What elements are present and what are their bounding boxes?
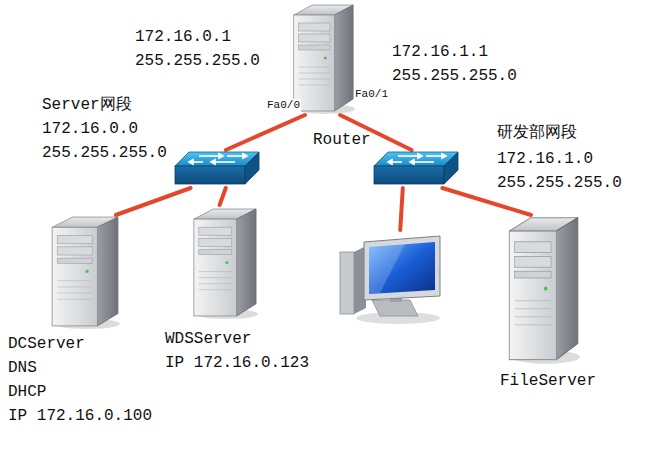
network-cable bbox=[116, 188, 191, 215]
switch-node bbox=[372, 150, 460, 188]
network-label: 172.16.0.0 bbox=[42, 119, 138, 139]
server-node: DCServerDNSDHCPIP 172.16.0.100 bbox=[8, 215, 182, 428]
cable-line bbox=[220, 188, 226, 205]
network-cable bbox=[442, 188, 531, 215]
service-name: DHCP bbox=[8, 380, 182, 404]
server-node: FileServer bbox=[500, 215, 624, 393]
switch-icon bbox=[175, 152, 259, 184]
network-cable bbox=[226, 115, 305, 150]
ip-address: IP 172.16.0.100 bbox=[8, 404, 182, 428]
network-cable bbox=[400, 188, 403, 230]
cable-line bbox=[116, 188, 191, 215]
router-icon bbox=[294, 5, 355, 114]
network-label: 255.255.255.0 bbox=[392, 66, 517, 86]
pc-node bbox=[348, 230, 443, 322]
switch-icon bbox=[374, 152, 458, 184]
switch-node bbox=[173, 150, 261, 188]
network-label: 研发部网段 bbox=[497, 123, 577, 143]
cable-line bbox=[226, 115, 305, 150]
server-icon bbox=[509, 218, 580, 364]
cable-line bbox=[442, 188, 531, 215]
network-label: 255.255.255.0 bbox=[42, 143, 167, 163]
device-name: FileServer bbox=[500, 369, 624, 393]
service-name: DNS bbox=[8, 356, 182, 380]
server-icon bbox=[194, 209, 258, 319]
cable-line bbox=[400, 188, 403, 230]
device-name: DCServer bbox=[8, 332, 182, 356]
ip-address: IP 172.16.0.123 bbox=[165, 351, 347, 375]
device-name: WDSServer bbox=[165, 327, 347, 351]
network-label: 172.16.1.0 bbox=[497, 149, 593, 169]
network-label: 172.16.1.1 bbox=[392, 42, 488, 62]
interface-name: Fa0/1 bbox=[354, 88, 389, 101]
network-label: 255.255.255.0 bbox=[497, 173, 622, 193]
network-label: 255.255.255.0 bbox=[135, 51, 260, 71]
pc-icon bbox=[340, 236, 440, 324]
interface-name: Fa0/0 bbox=[266, 99, 301, 112]
server-icon bbox=[52, 217, 120, 329]
server-node: WDSServerIP 172.16.0.123 bbox=[165, 205, 347, 375]
network-cable bbox=[220, 188, 226, 205]
network-label: 172.16.0.1 bbox=[135, 27, 231, 47]
network-label: Server网段 bbox=[42, 95, 132, 115]
device-name: Router bbox=[313, 128, 371, 152]
